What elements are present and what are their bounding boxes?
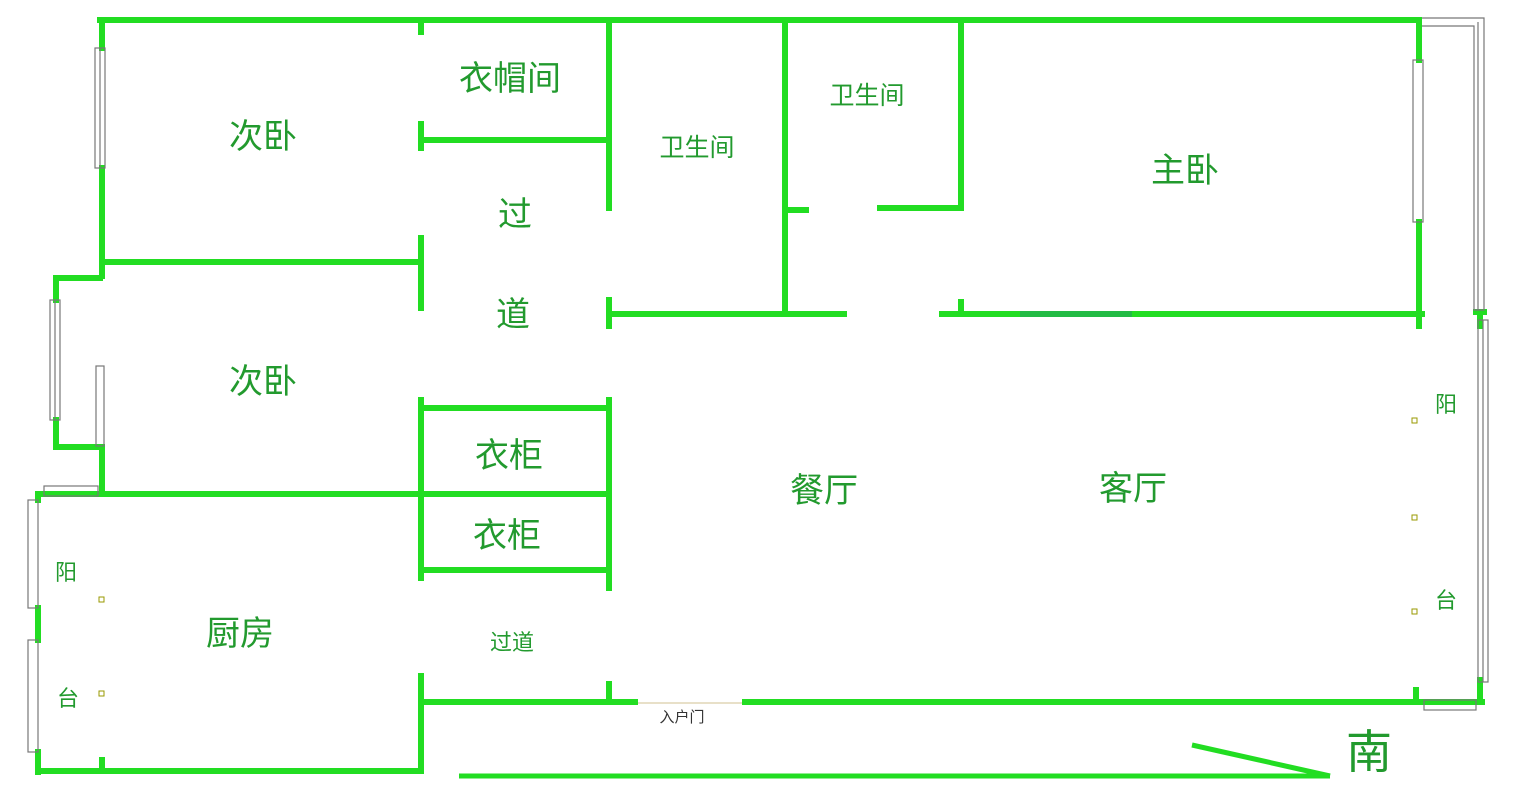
pillar [98, 596, 105, 603]
label-corridor-upper-2: 道 [496, 295, 530, 335]
label-entrance-door: 入户门 [659, 708, 704, 726]
pillar [1411, 417, 1418, 424]
label-dining-room: 餐厅 [790, 471, 858, 511]
label-balcony-right-1: 阳 [1435, 393, 1457, 418]
windows [27, 17, 1489, 753]
label-balcony-right-2: 台 [1435, 589, 1457, 614]
label-kitchen: 厨房 [206, 614, 274, 654]
pillar [1411, 514, 1418, 521]
label-second-bedroom-mid: 次卧 [229, 362, 297, 402]
label-corridor-lower: 过道 [490, 631, 534, 656]
label-second-bedroom-top: 次卧 [229, 117, 297, 157]
label-south: 南 [1346, 725, 1392, 779]
label-living-room: 客厅 [1099, 469, 1167, 509]
label-balcony-left-1: 阳 [55, 561, 77, 586]
pillars [98, 417, 1418, 697]
window-balcony-left-2 [27, 639, 39, 753]
label-bathroom-left: 卫生间 [659, 133, 734, 162]
south-arrow [459, 742, 1331, 779]
window-bottom-right [1423, 699, 1477, 711]
walls [35, 17, 1487, 775]
window-balcony-left-1 [27, 499, 39, 609]
pillar [1411, 608, 1418, 615]
label-corridor-upper-1: 过 [498, 195, 532, 235]
label-wardrobe-2: 衣柜 [473, 516, 541, 556]
window-master [1412, 59, 1424, 223]
label-bathroom-right: 卫生间 [829, 81, 904, 110]
window-kitchen-top [43, 485, 99, 497]
label-balcony-left-2: 台 [57, 687, 79, 712]
window-master-balcony [1422, 17, 1485, 311]
window-mid-small [95, 365, 105, 447]
pillar [98, 690, 105, 697]
label-master-bedroom: 主卧 [1151, 151, 1219, 191]
label-cloakroom: 衣帽间 [459, 59, 561, 99]
label-wardrobe-1: 衣柜 [475, 436, 543, 476]
